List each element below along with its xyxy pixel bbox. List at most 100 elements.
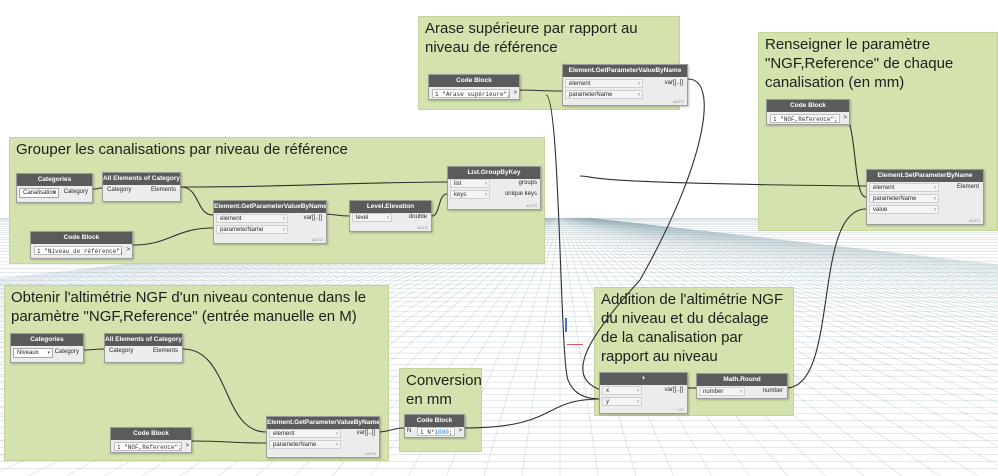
code-editor[interactable]: 1 "Arase supérieure"; [432,89,511,98]
chevron-down-icon: ▾ [47,350,50,356]
node-title: Code Block [767,100,849,112]
node-getparam-niveau[interactable]: Element.GetParameterValueByName element›… [213,200,327,244]
input-port-parametername[interactable]: parameterName› [869,194,939,203]
port-label: parameterName [569,92,613,98]
line-number: 1 [37,248,41,255]
node-categories-niveaux[interactable]: Categories Niveaux▾ Category [10,333,84,363]
group-title-renseigner: Renseigner le paramètre "NGF,Reference" … [765,36,954,91]
port-label: element [220,216,242,222]
input-port-level[interactable]: level› [352,213,392,222]
node-title: Code Block [31,232,132,244]
axis-marker-blue [565,318,567,332]
node-all-elements-canalisation[interactable]: All Elements of Category Category Elemen… [102,172,181,202]
port-label: number [703,389,724,395]
port-arrow-icon: › [740,389,742,395]
group-conversion[interactable]: Conversion en mm [399,368,482,452]
output-port[interactable]: > [458,428,462,434]
port-label: element [873,185,895,191]
category-dropdown[interactable]: Niveaux ▾ [13,348,53,358]
output-port-var[interactable]: var[]..[] [664,387,683,393]
code-editor[interactable]: 1 "NGF,Reference"; [114,442,182,451]
port-label: parameterName [273,442,317,448]
node-categories-canalisation[interactable]: Categories Canalisation▾ Category [16,173,93,203]
output-port-double[interactable]: double [408,214,427,220]
input-port-parametername[interactable]: parameterName› [269,440,341,449]
group-title-obtenir: Obtenir l'altimétrie NGF d'un niveau con… [11,289,367,325]
port-label: N [407,428,412,434]
port-label: y [606,399,609,405]
category-dropdown[interactable]: Canalisation▾ [19,188,59,198]
code-editor[interactable]: 1 "Niveau de référence"; [34,246,124,255]
node-getparam-arase[interactable]: Element.GetParameterValueByName element›… [562,64,688,106]
group-title-grouper: Grouper les canalisations par niveau de … [16,141,348,158]
output-port-var[interactable]: var[]..[] [664,80,683,86]
node-plus[interactable]: + x› y› var[]..[] L11 [599,372,688,414]
output-port-var[interactable]: var[]..[] [303,215,322,221]
port-arrow-icon: › [485,192,487,198]
node-code-block-niveau[interactable]: Code Block 1 "Niveau de référence"; > [30,231,133,259]
node-code-block-ngf-top[interactable]: Code Block 1 "NGF,Reference"; > [766,99,850,125]
port-arrow-icon: › [283,227,285,233]
input-port-element[interactable]: element› [216,214,288,223]
node-code-block-arase[interactable]: Code Block 1 "Arase supérieure"; > [428,74,520,100]
input-port-x[interactable]: x› [602,386,642,395]
input-port-element[interactable]: element› [869,183,939,192]
port-arrow-icon: › [637,399,639,405]
output-port-unique-keys[interactable]: unique keys [504,191,537,197]
node-title: Math.Round [697,374,787,386]
input-port-parametername[interactable]: parameterName › [565,90,643,99]
node-title: Code Block [405,415,464,427]
node-code-block-ngf-bottom[interactable]: Code Block 1 "NGF,Reference"; > [110,427,192,453]
output-port-category[interactable]: Category [63,189,88,195]
input-port-value[interactable]: value› [869,205,939,214]
node-level-elevation[interactable]: Level.Elevation level› double AUTO [349,200,432,232]
output-port-number[interactable]: number [762,388,783,394]
node-groupbykey[interactable]: List.GroupByKey list› keys › groups uniqu… [447,166,541,210]
port-label: keys [454,192,467,198]
port-label: element [273,431,295,437]
output-port[interactable]: > [513,90,517,96]
input-port-n[interactable]: N [407,427,415,436]
code-text-suffix: ; [448,429,453,436]
port-arrow-icon: › [336,431,338,437]
input-port-parametername[interactable]: parameterName› [216,225,288,234]
code-text: "Niveau de référence"; [44,248,124,255]
output-port-groups[interactable]: groups [518,180,537,186]
port-arrow-icon: › [638,81,640,87]
output-port-element[interactable]: Element [956,184,979,190]
input-port-category[interactable]: Category [105,186,147,195]
node-getparam-ngf[interactable]: Element.GetParameterValueByName element›… [266,416,380,458]
port-arrow-icon: › [485,181,487,187]
output-port-elements[interactable]: Elements [152,348,178,354]
output-port[interactable]: > [843,115,847,121]
node-code-block-conversion[interactable]: Code Block N 1 N*1000; > [404,414,465,438]
output-port-var[interactable]: var[]..[] [356,430,375,436]
output-port[interactable]: > [126,247,130,253]
input-port-element[interactable]: element › [269,429,341,438]
input-port-list[interactable]: list› [450,179,490,188]
lacing-label: AUTO [968,218,980,223]
code-editor[interactable]: 1 "NGF,Reference"; [770,114,840,123]
code-text: "NGF,Reference"; [780,116,838,123]
output-port-category[interactable]: Category [54,349,79,355]
code-editor[interactable]: 1 N*1000; [417,427,455,436]
node-setparam[interactable]: Element.SetParameterByName element› para… [866,169,984,225]
input-port-y[interactable]: y› [602,397,642,406]
input-port-keys[interactable]: keys › [450,190,490,199]
port-arrow-icon: › [638,92,640,98]
node-title: Categories [17,174,92,186]
dropdown-value: Niveaux [17,350,39,356]
output-port-elements[interactable]: Elements [150,187,176,193]
input-port-category[interactable]: Category [107,347,149,356]
input-port-element[interactable]: element› [565,79,643,88]
node-all-elements-niveaux[interactable]: All Elements of Category Category Elemen… [104,333,183,363]
port-label: level [356,215,369,221]
lacing-label: AUTO [364,451,376,456]
output-port[interactable]: > [185,443,189,449]
node-title: Element.SetParameterByName [867,170,983,182]
input-port-number[interactable]: number › [699,387,745,396]
node-title: List.GroupByKey [448,167,540,179]
node-math-round[interactable]: Math.Round number › number [696,373,788,399]
node-title: Element.GetParameterValueByName [214,201,326,213]
